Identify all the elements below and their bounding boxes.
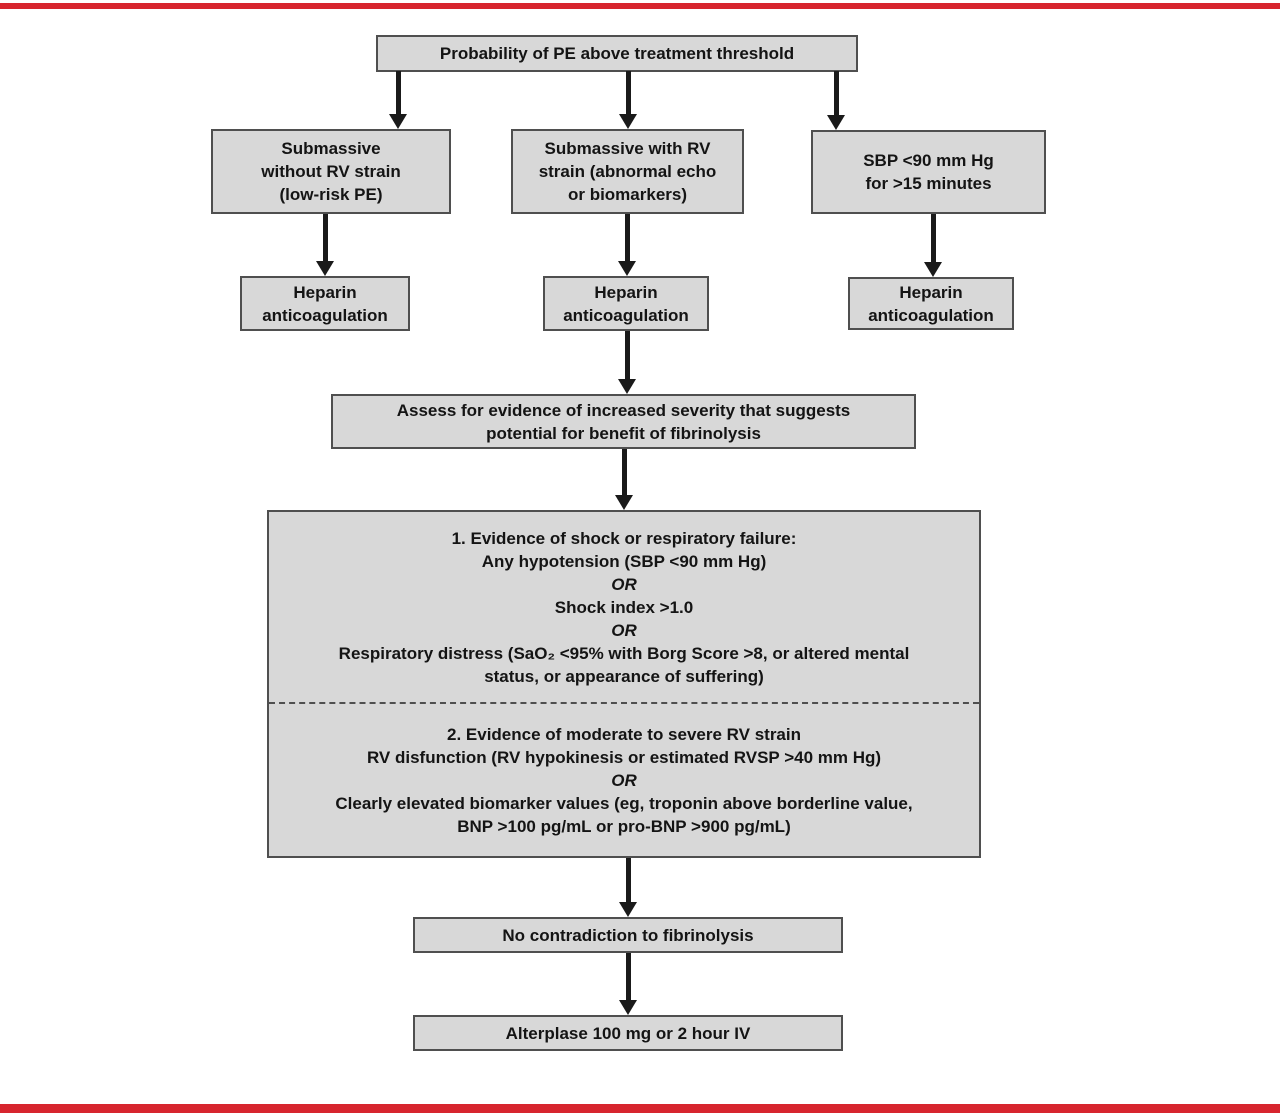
criteria-section-rv-strain: 2. Evidence of moderate to severe RV str… <box>269 702 979 856</box>
criteria-or-line: OR <box>611 770 637 790</box>
bottom-red-rule <box>0 1104 1280 1113</box>
arrow-down-icon <box>619 953 637 1015</box>
criteria-line: status, or appearance of suffering) <box>484 666 764 686</box>
node-submassive-with-rv-strain: Submassive with RV strain (abnormal echo… <box>511 129 744 214</box>
node-label-line: or biomarkers) <box>567 185 688 204</box>
node-heparin-right: Heparin anticoagulation <box>848 277 1014 330</box>
node-no-contradiction: No contradiction to fibrinolysis <box>413 917 843 953</box>
criteria-line: RV disfunction (RV hypokinesis or estima… <box>366 747 882 767</box>
node-alteplase: Alterplase 100 mg or 2 hour IV <box>413 1015 843 1051</box>
arrow-down-icon <box>619 858 637 917</box>
node-label-line: anticoagulation <box>868 305 994 325</box>
node-assess-severity: Assess for evidence of increased severit… <box>331 394 916 449</box>
criteria-section-shock: 1. Evidence of shock or respiratory fail… <box>269 512 979 702</box>
arrow-down-icon <box>827 71 845 130</box>
node-label-line: anticoagulation <box>262 305 388 325</box>
node-label-line: for >15 minutes <box>865 174 992 193</box>
criteria-line: 1. Evidence of shock or respiratory fail… <box>451 528 797 548</box>
node-label-line: SBP <90 mm Hg <box>863 151 994 170</box>
criteria-line: Any hypotension (SBP <90 mm Hg) <box>481 551 767 571</box>
node-label: No contradiction to fibrinolysis <box>502 925 754 945</box>
criteria-or-line: OR <box>611 574 637 594</box>
arrow-down-icon <box>924 214 942 277</box>
node-label-line: potential for benefit of fibrinolysis <box>486 423 761 443</box>
arrow-down-icon <box>619 71 637 129</box>
node-label: Alterplase 100 mg or 2 hour IV <box>505 1023 751 1043</box>
arrow-down-icon <box>389 71 407 129</box>
arrow-down-icon <box>316 214 334 276</box>
node-probability-pe: Probability of PE above treatment thresh… <box>376 35 858 72</box>
node-label-line: anticoagulation <box>563 305 689 325</box>
node-label-line: Heparin <box>293 282 357 302</box>
criteria-line: Clearly elevated biomarker values (eg, t… <box>335 793 913 813</box>
node-label: Probability of PE above treatment thresh… <box>439 44 795 63</box>
criteria-or-line: OR <box>611 620 637 640</box>
top-red-rule <box>0 3 1280 9</box>
criteria-line: 2. Evidence of moderate to severe RV str… <box>447 724 801 744</box>
criteria-line: Shock index >1.0 <box>554 597 694 617</box>
node-label-line: Submassive with RV <box>544 139 711 158</box>
node-label-line: Heparin <box>899 282 963 302</box>
node-criteria: 1. Evidence of shock or respiratory fail… <box>267 510 981 858</box>
arrow-down-icon <box>618 331 636 394</box>
node-label-line: strain (abnormal echo <box>538 162 717 181</box>
arrow-down-icon <box>615 449 633 510</box>
node-label-line: Assess for evidence of increased severit… <box>396 400 851 420</box>
node-sbp-hypotension: SBP <90 mm Hg for >15 minutes <box>811 130 1046 214</box>
node-heparin-left: Heparin anticoagulation <box>240 276 410 331</box>
arrow-down-icon <box>618 214 636 276</box>
criteria-line: BNP >100 pg/mL or pro-BNP >900 pg/mL) <box>457 816 791 836</box>
node-label-line: Submassive <box>281 139 381 158</box>
node-label-line: (low-risk PE) <box>279 185 383 204</box>
node-label-line: without RV strain <box>261 162 401 181</box>
node-heparin-middle: Heparin anticoagulation <box>543 276 709 331</box>
node-label-line: Heparin <box>594 282 658 302</box>
node-submassive-without-rv-strain: Submassive without RV strain (low-risk P… <box>211 129 451 214</box>
criteria-line: Respiratory distress (SaO₂ <95% with Bor… <box>338 643 910 663</box>
